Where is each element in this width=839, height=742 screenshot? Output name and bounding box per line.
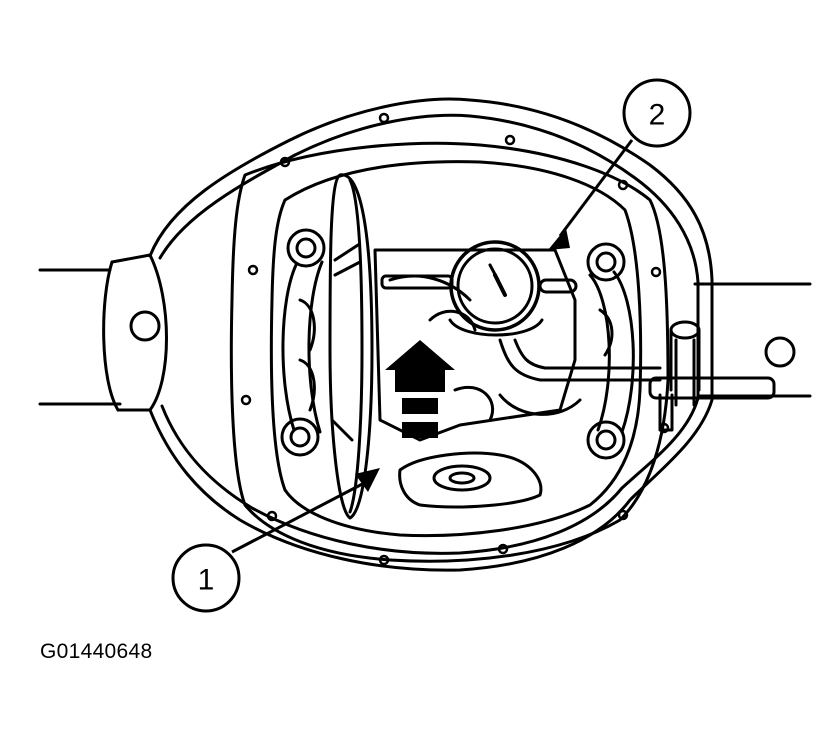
ring-gear xyxy=(328,173,374,520)
leader-arrowhead-1 xyxy=(355,468,380,492)
cover-bolt-holes xyxy=(240,112,670,566)
callout-2: 2 xyxy=(622,78,692,148)
callout-2-label: 2 xyxy=(649,99,666,132)
magnetic-base-arm xyxy=(498,320,776,432)
pinion-gear xyxy=(398,451,543,509)
callout-1-label: 1 xyxy=(198,564,215,597)
housing-opening xyxy=(269,160,643,538)
direction-arrow xyxy=(385,340,455,438)
figure-id: G01440648 xyxy=(40,640,153,663)
leader-line-2 xyxy=(558,139,634,237)
right-bearing-cap xyxy=(586,242,635,460)
housing-outline xyxy=(148,97,714,572)
left-axle-tube xyxy=(38,253,168,412)
left-bearing-cap xyxy=(280,228,326,457)
cover-flange xyxy=(229,141,670,563)
leader-arrowhead-2 xyxy=(548,228,570,250)
leader-line-1 xyxy=(231,478,371,554)
callout-1: 1 xyxy=(171,543,241,613)
dial-indicator xyxy=(380,240,578,337)
right-axle-tube xyxy=(693,282,812,398)
